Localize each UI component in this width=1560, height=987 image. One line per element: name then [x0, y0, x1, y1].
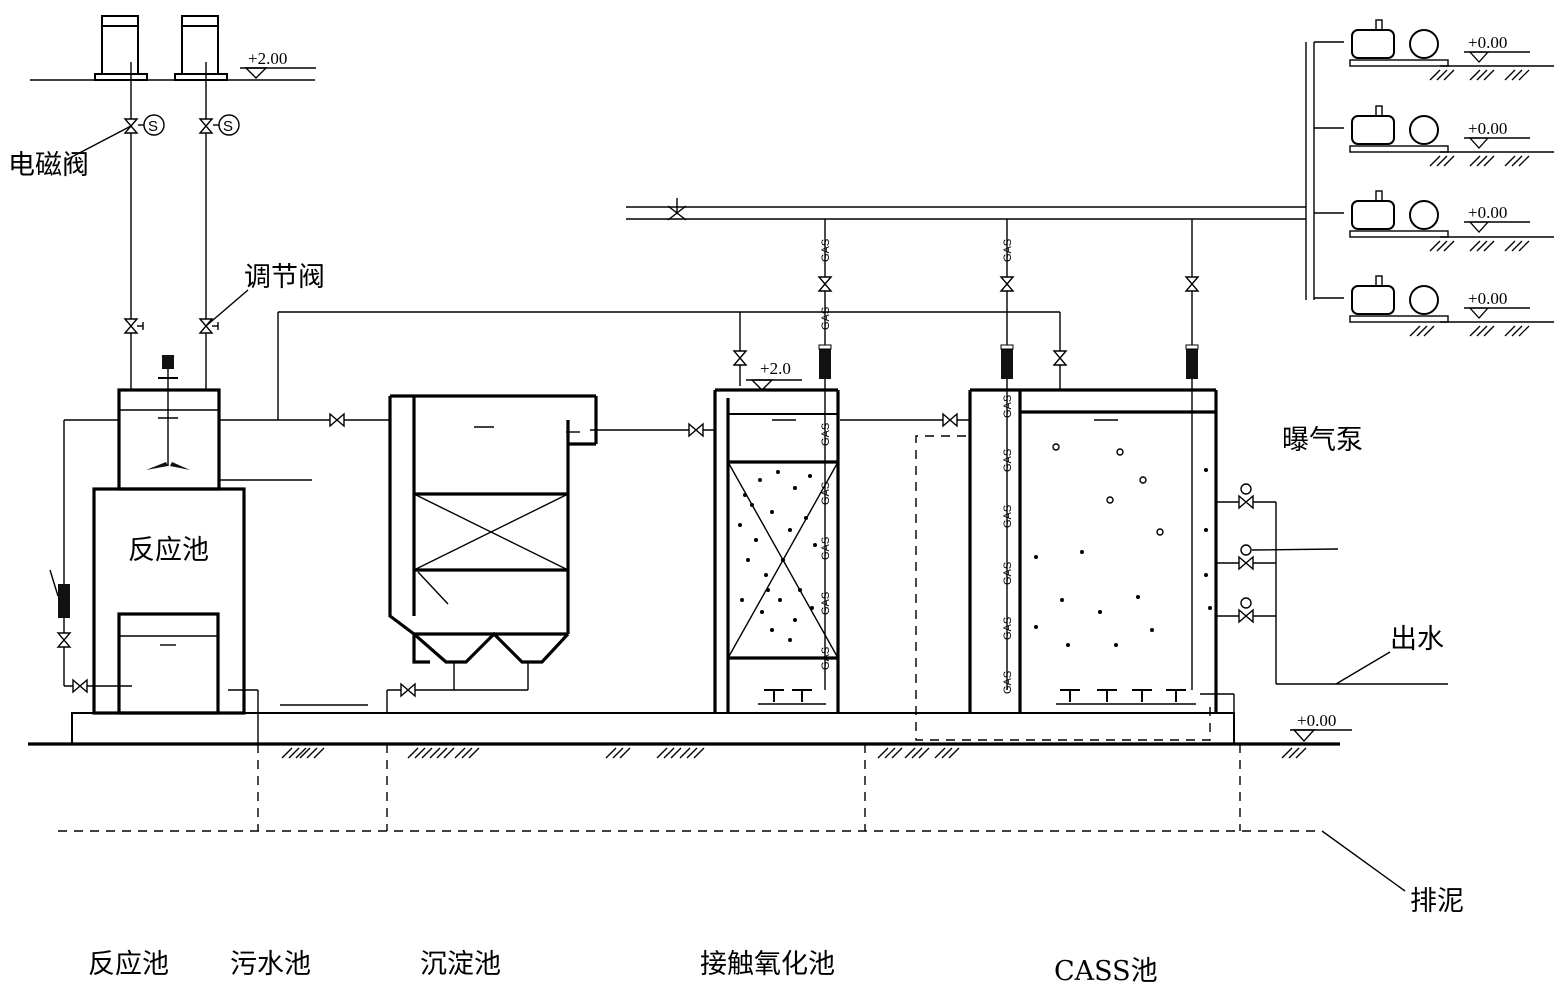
svg-text:GAS: GAS [1002, 505, 1014, 528]
svg-text:+0.00: +0.00 [1297, 711, 1336, 730]
ground-hatching [281, 747, 1307, 759]
svg-text:GAS: GAS [1002, 617, 1014, 640]
aeration-pumps [1314, 19, 1554, 337]
svg-text:GAS: GAS [820, 307, 832, 330]
aeration-pump-label: 曝气泵 [1282, 425, 1363, 456]
air-drop-contact: GAS GAS GAS GAS GAS GAS GAS [818, 219, 832, 690]
svg-text:GAS: GAS [1002, 449, 1014, 472]
reaction-tank: 反应池 [92, 355, 312, 715]
dosing-pipes: S S [124, 80, 240, 390]
svg-text:GAS: GAS [820, 482, 832, 505]
sedimentation-tank [387, 394, 598, 697]
svg-text:GAS: GAS [1002, 239, 1014, 262]
svg-text:+2.0: +2.0 [760, 359, 791, 378]
cass-tank [915, 388, 1448, 744]
label-contact-oxidation-tank: 接触氧化池 [700, 949, 835, 980]
svg-text:GAS: GAS [820, 592, 832, 615]
air-drop-cass-2 [1185, 219, 1199, 690]
sludge-discharge-label: 排泥 [1410, 886, 1464, 917]
svg-text:GAS: GAS [1002, 671, 1014, 694]
svg-text:GAS: GAS [820, 239, 832, 262]
elevation-marker-dosing: +2.00 [240, 49, 316, 79]
svg-text:GAS: GAS [820, 647, 832, 670]
sludge-pipes [58, 689, 1406, 892]
svg-text:+0.00: +0.00 [1468, 203, 1507, 222]
svg-text:S: S [148, 118, 158, 135]
feed-pipes [219, 311, 1067, 437]
svg-text:GAS: GAS [1002, 562, 1014, 585]
svg-text:+0.00: +0.00 [1468, 119, 1507, 138]
reaction-recirculation [49, 419, 132, 693]
svg-text:S: S [223, 118, 233, 135]
svg-text:+0.00: +0.00 [1468, 33, 1507, 52]
bottom-labels: 反应池 污水池 沉淀池 接触氧化池 CASS池 [88, 949, 1158, 987]
pump-elevation-markers: +0.00 +0.00 +0.00 +0.00 [1464, 33, 1530, 319]
label-sewage-tank: 污水池 [230, 949, 311, 980]
outlet-water-label: 出水 [1390, 624, 1444, 655]
air-header [626, 42, 1315, 300]
svg-text:GAS: GAS [820, 537, 832, 560]
label-sedimentation-tank: 沉淀池 [420, 949, 501, 980]
elevation-marker-contact: +2.0 [746, 359, 802, 391]
label-cass-tank: CASS池 [1054, 956, 1158, 987]
air-drop-cass-1: GAS GAS GAS GAS GAS GAS GAS [1000, 219, 1014, 694]
regulating-valve-label: 调节阀 [244, 262, 325, 293]
label-reaction-tank: 反应池 [88, 949, 169, 980]
solenoid-valve-label: 电磁阀 [8, 150, 89, 181]
svg-text:GAS: GAS [1002, 395, 1014, 418]
reaction-tank-inner-label: 反应池 [128, 535, 209, 566]
svg-text:GAS: GAS [820, 423, 832, 446]
svg-text:+2.00: +2.00 [248, 49, 287, 68]
dosing-tanks [30, 15, 315, 81]
svg-text:+0.00: +0.00 [1468, 289, 1507, 308]
elevation-marker-ground: +0.00 [1290, 711, 1352, 743]
contact-oxidation-tank [713, 388, 840, 713]
